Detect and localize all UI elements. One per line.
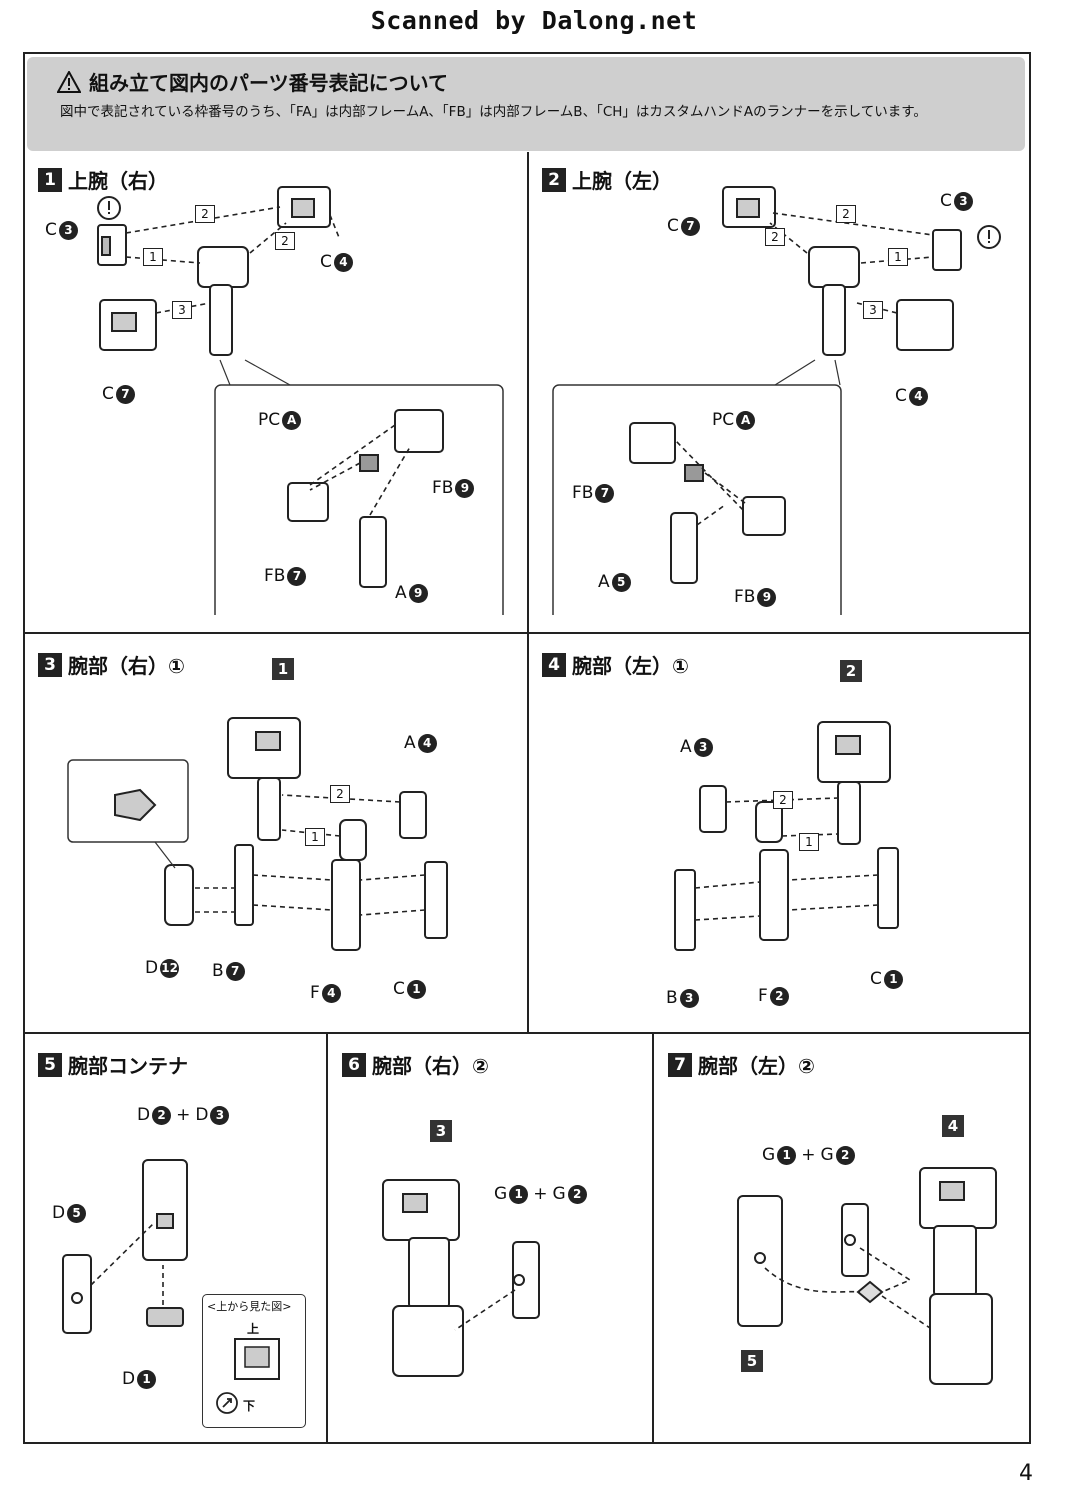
step-label: 腕部コンテナ <box>68 1054 188 1078</box>
top-view-part <box>234 1338 280 1380</box>
step-number: 4 <box>542 652 566 677</box>
top-view-top-label: 上 <box>247 1322 260 1336</box>
step-7-diagram <box>737 1167 997 1385</box>
step-1-title: 1 上腕（右） <box>38 165 168 194</box>
divider <box>23 1032 1031 1034</box>
divider <box>527 152 529 1032</box>
step-4-title: 4 腕部（左）① <box>542 650 689 679</box>
step-3-title: 3 腕部（右）① <box>38 650 185 679</box>
ref-square: 5 <box>741 1350 763 1372</box>
ref-square: 4 <box>942 1115 964 1137</box>
order-number: 3 <box>863 301 883 319</box>
divider <box>652 1032 654 1444</box>
order-number: 2 <box>765 228 785 246</box>
ref-square: 1 <box>272 658 294 680</box>
step-2-diagram <box>552 186 962 615</box>
step-4-diagram <box>674 721 899 951</box>
step-number: 7 <box>668 1052 692 1077</box>
step-label: 上腕（右） <box>68 169 168 193</box>
caution-icon <box>97 196 121 220</box>
divider <box>326 1032 328 1444</box>
step-label: 上腕（左） <box>572 169 672 193</box>
warning-icon <box>57 70 81 93</box>
order-number: 1 <box>305 828 325 846</box>
step-5-diagram <box>62 1159 188 1334</box>
order-number: 2 <box>836 205 856 223</box>
step-label: 腕部（右）② <box>372 1054 489 1078</box>
step-number: 3 <box>38 652 62 677</box>
order-number: 2 <box>195 205 215 223</box>
order-number: 3 <box>172 301 192 319</box>
ref-square: 3 <box>430 1120 452 1142</box>
step-1-diagram <box>97 186 504 615</box>
step-number: 6 <box>342 1052 366 1077</box>
step-6-title: 6 腕部（右）② <box>342 1050 489 1079</box>
order-number: 2 <box>275 232 295 250</box>
step-number: 5 <box>38 1052 62 1077</box>
step-5-title: 5 腕部コンテナ <box>38 1050 188 1079</box>
top-view-bottom-label: 下 <box>243 1399 256 1413</box>
step-7-title: 7 腕部（左）② <box>668 1050 815 1079</box>
orientation-icon <box>216 1392 238 1414</box>
step-2-title: 2 上腕（左） <box>542 165 672 194</box>
notice-banner: 組み立て図内のパーツ番号表記について 図中で表記されている枠番号のうち、「FA」… <box>27 57 1025 151</box>
divider <box>23 632 1031 634</box>
watermark: Scanned by Dalong.net <box>370 6 698 35</box>
order-number: 2 <box>330 785 350 803</box>
page-number: 4 <box>1019 1461 1033 1486</box>
order-number: 1 <box>888 248 908 266</box>
ref-square: 2 <box>840 660 862 682</box>
step-6-diagram <box>382 1179 540 1377</box>
notice-text: 図中で表記されている枠番号のうち、「FA」は内部フレームA、「FB」は内部フレー… <box>60 104 927 120</box>
step-label: 腕部（左）② <box>698 1054 815 1078</box>
top-view-inset: <上から見た図> 上 下 <box>202 1294 306 1428</box>
step-label: 腕部（右）① <box>68 654 185 678</box>
step-3-diagram <box>67 717 448 951</box>
step-label: 腕部（左）① <box>572 654 689 678</box>
page-frame <box>23 52 1031 1444</box>
step-number: 1 <box>38 167 62 192</box>
notice-title: 組み立て図内のパーツ番号表記について <box>89 71 448 95</box>
caution-icon <box>977 225 1001 249</box>
top-view-caption: <上から見た図> <box>207 1300 292 1313</box>
order-number: 1 <box>143 248 163 266</box>
notice-title-row: 組み立て図内のパーツ番号表記について <box>57 67 448 96</box>
order-number: 2 <box>773 791 793 809</box>
order-number: 1 <box>799 833 819 851</box>
step-number: 2 <box>542 167 566 192</box>
